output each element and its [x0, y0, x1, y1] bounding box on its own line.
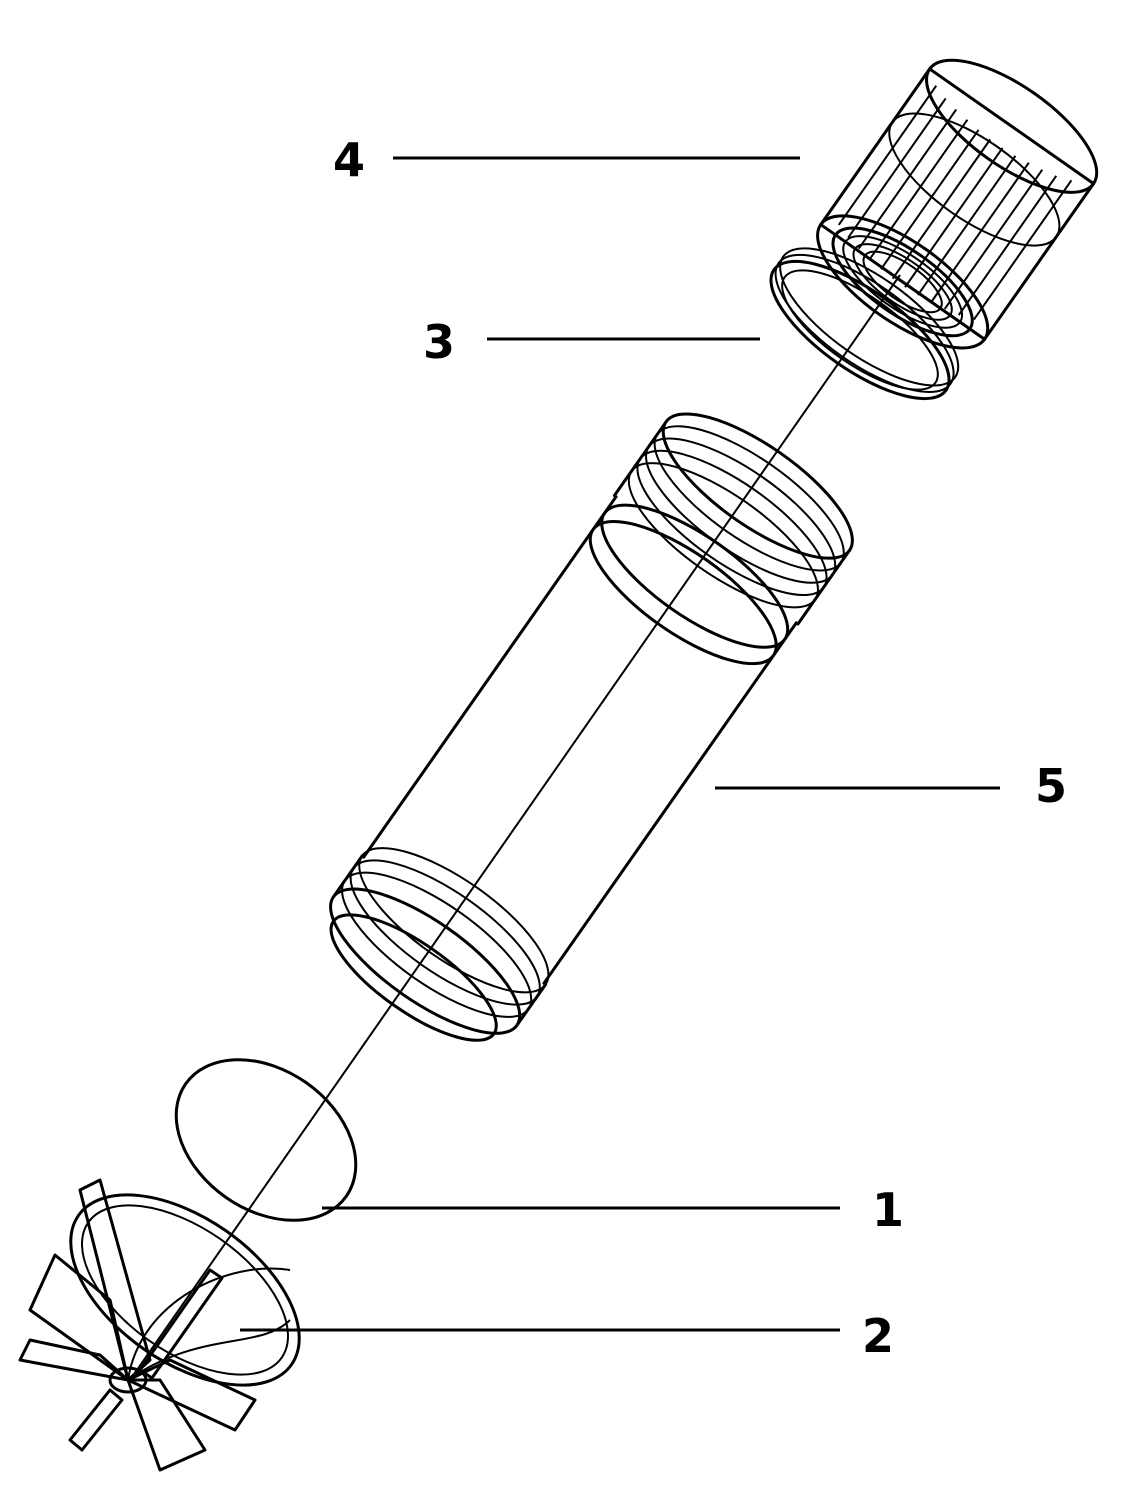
- callout-label-4: 4: [333, 133, 365, 187]
- cylinder-body-part-5: [329, 412, 854, 1042]
- impeller-part-2: [18, 1178, 301, 1472]
- callout-label-2: 2: [862, 1309, 894, 1363]
- center-axis-line: [129, 274, 901, 1381]
- thread-ring-part-3: [769, 247, 960, 401]
- cap-part-4: [816, 58, 1099, 350]
- callout-label-1: 1: [872, 1183, 904, 1237]
- callout-label-3: 3: [423, 315, 455, 369]
- disc-part-1: [174, 1058, 358, 1222]
- callout-label-5: 5: [1035, 759, 1067, 813]
